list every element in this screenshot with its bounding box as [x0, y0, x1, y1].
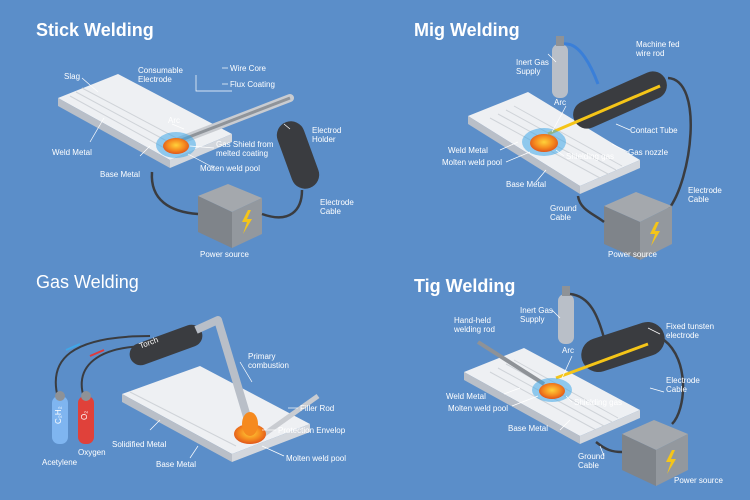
mig-welding-illustration: [468, 36, 692, 260]
gas-cylinders: [52, 391, 94, 444]
stick-power-bolt-icon: [242, 210, 252, 234]
gas-protection-envelop-label: Protection Envelop: [278, 426, 346, 435]
stick-welding-title: Stick Welding: [36, 20, 154, 40]
mig-welding-title: Mig Welding: [414, 20, 520, 40]
mig-ground-cable-label: Ground Cable: [550, 204, 577, 223]
tig-molten-pool: [539, 383, 565, 399]
gas-molten-weld-pool-label: Molten weld pool: [286, 454, 347, 463]
mig-torch: [547, 71, 667, 136]
mig-power-bolt-icon: [650, 222, 660, 246]
tig-power-source-label: Power source: [674, 476, 723, 485]
stick-power-source: [198, 184, 262, 248]
mig-shielding-gas-label: Shielding gas: [566, 152, 615, 161]
stick-welding-illustration: [58, 67, 320, 248]
stick-consumable-electrode-label: Consumable Electrode: [138, 66, 183, 85]
tig-power-bolt-icon: [666, 450, 676, 474]
gas-oxygen-label: Oxygen: [78, 448, 106, 457]
mig-gas-nozzle-label: Gas nozzle: [628, 148, 669, 157]
stick-electrode-cable-label: Electrode Cable: [320, 198, 354, 217]
gas-torch: [129, 316, 252, 422]
tig-power-source: [622, 420, 688, 486]
stick-slag-label: Slag: [64, 72, 81, 81]
stick-electrode-holder-label: Electrod Holder: [312, 126, 342, 145]
tig-fixed-electrode-label: Fixed tunsten electrode: [666, 322, 715, 341]
stick-molten-pool: [163, 138, 189, 154]
mig-gas-cylinder: [552, 36, 568, 98]
mig-power-source-label: Power source: [608, 250, 657, 259]
stick-electrode: [172, 94, 320, 189]
tig-welding-illustration: [464, 286, 688, 486]
mig-molten-weld-pool-label: Molten weld pool: [442, 158, 503, 167]
tig-hand-held-rod: [476, 340, 546, 386]
gas-solidified-metal-label: Solidified Metal: [112, 440, 167, 449]
gas-welding-illustration: [52, 316, 320, 462]
gas-acetylene-label: Acetylene: [42, 458, 78, 467]
tig-base-metal-label: Base Metal: [508, 424, 549, 433]
tig-hand-held-rod-label: Hand-held welding rod: [454, 316, 495, 335]
tig-arc-label: Arc: [562, 346, 574, 355]
mig-power-source: [604, 192, 672, 260]
gas-filler-rod: [254, 393, 320, 443]
stick-molten-weld-pool-label: Molten weld pool: [200, 164, 261, 173]
gas-primary-combustion-label: Primary combustion: [248, 352, 289, 371]
stick-power-source-label: Power source: [200, 250, 249, 259]
stick-base-metal-label: Base Metal: [100, 170, 141, 179]
tig-weld-metal-label: Weld Metal: [446, 392, 486, 401]
gas-filler-rod-label: Filler Rod: [300, 404, 335, 413]
mig-arc-label: Arc: [554, 98, 566, 107]
mig-machine-fed-wire-label: Machine fed wire rod: [636, 40, 680, 59]
tig-gas-cylinder: [558, 286, 574, 344]
mig-electrode-cable-label: Electrode Cable: [688, 186, 722, 205]
tig-shielding-gas-label: Shielding gas: [574, 398, 623, 407]
stick-wire-core-label: Wire Core: [230, 64, 267, 73]
mig-weld-metal-label: Weld Metal: [448, 146, 488, 155]
tig-welding-title: Tig Welding: [414, 276, 516, 296]
mig-base-metal-label: Base Metal: [506, 180, 547, 189]
mig-molten-pool: [530, 134, 558, 152]
tig-torch: [555, 321, 665, 380]
tig-electrode-cable-label: Electrode Cable: [666, 376, 700, 395]
stick-flux-coating-label: Flux Coating: [230, 80, 275, 89]
mig-inert-gas-supply-label: Inert Gas Supply: [516, 58, 549, 77]
gas-o2-label: O₂: [80, 410, 89, 420]
gas-base-metal-label: Base Metal: [156, 460, 197, 469]
gas-c2h2-label: C₂H₂: [54, 406, 63, 424]
tig-molten-weld-pool-label: Molten weld pool: [448, 404, 509, 413]
stick-arc-label: Arc: [168, 116, 180, 125]
stick-gas-shield-label: Gas Shield from melted coating: [216, 140, 274, 159]
tig-inert-gas-supply-label: Inert Gas Supply: [520, 306, 553, 325]
tig-ground-cable-label: Ground Cable: [578, 452, 605, 471]
stick-weld-metal-label: Weld Metal: [52, 148, 92, 157]
mig-contact-tube-label: Contact Tube: [630, 126, 678, 135]
gas-welding-title: Gas Welding: [36, 272, 139, 292]
